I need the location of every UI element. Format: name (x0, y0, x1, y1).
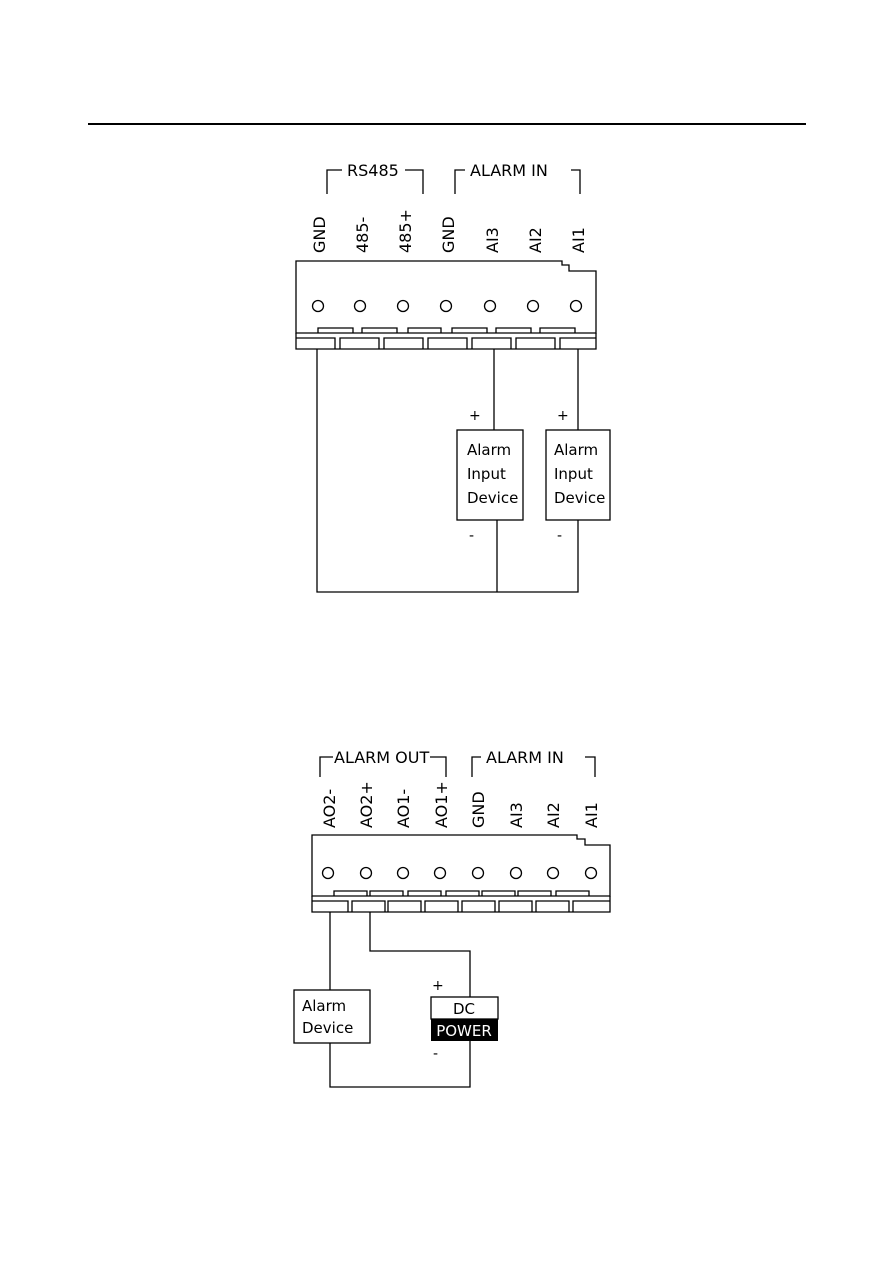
device-line: Alarm (554, 441, 598, 459)
pin-label: GND (469, 791, 488, 828)
pin-label: 485- (353, 217, 372, 253)
power-label: POWER (436, 1022, 492, 1040)
device-line: Alarm (302, 997, 346, 1015)
group-label-rs485: RS485 (347, 161, 399, 180)
pin-label: AO2- (320, 789, 339, 828)
terminal-block-1-slots (296, 328, 596, 349)
terminal-block-2-base (312, 896, 610, 912)
group-label-alarm-out: ALARM OUT (334, 748, 429, 767)
polarity-plus: + (432, 978, 444, 994)
dc-label: DC (453, 1000, 475, 1018)
polarity-plus: + (557, 408, 569, 424)
terminal-block-2-holes (323, 868, 597, 879)
pin-labels-2: AO2- AO2+ AO1- AO1+ GND AI3 AI2 AI1 (320, 781, 601, 828)
wire-power-return (330, 1041, 470, 1087)
pin-label: AI1 (582, 802, 601, 828)
pin-label: AO1- (394, 789, 413, 828)
terminal-block-1 (296, 261, 596, 333)
wire-ao2-plus (370, 912, 470, 997)
polarity-minus: - (433, 1046, 438, 1062)
terminal-block-1-holes (313, 301, 582, 312)
pin-label: AI3 (507, 802, 526, 828)
pin-label: GND (439, 216, 458, 253)
group-label-alarm-in-2: ALARM IN (486, 748, 564, 767)
terminal-block-2 (312, 835, 610, 896)
polarity-plus: + (469, 408, 481, 424)
alarm-input-device-2: + Alarm Input Device - (554, 408, 605, 544)
terminal-block-1-base (296, 333, 596, 349)
pin-label: AI3 (483, 227, 502, 253)
device-line: Device (554, 489, 605, 507)
alarm-device: Alarm Device (302, 997, 353, 1037)
pin-label: 485+ (396, 209, 415, 253)
pin-label: AI1 (569, 227, 588, 253)
pin-label: AI2 (544, 802, 563, 828)
pin-label: AO2+ (357, 781, 376, 828)
pin-label: AI2 (526, 227, 545, 253)
polarity-minus: - (557, 528, 562, 544)
device-line: Input (554, 465, 593, 483)
device-line: Alarm (467, 441, 511, 459)
pin-labels-1: GND 485- 485+ GND AI3 AI2 AI1 (310, 209, 588, 253)
device-line: Device (467, 489, 518, 507)
group-label-alarm-in-1: ALARM IN (470, 161, 548, 180)
alarm-input-device-1: + Alarm Input Device - (467, 408, 518, 544)
pin-label: AO1+ (432, 781, 451, 828)
pin-label: GND (310, 216, 329, 253)
polarity-minus: - (469, 528, 474, 544)
wire-gnd-common-1 (317, 349, 578, 592)
device-line: Device (302, 1019, 353, 1037)
terminal-block-2-slots (312, 891, 610, 912)
device-line: Input (467, 465, 506, 483)
